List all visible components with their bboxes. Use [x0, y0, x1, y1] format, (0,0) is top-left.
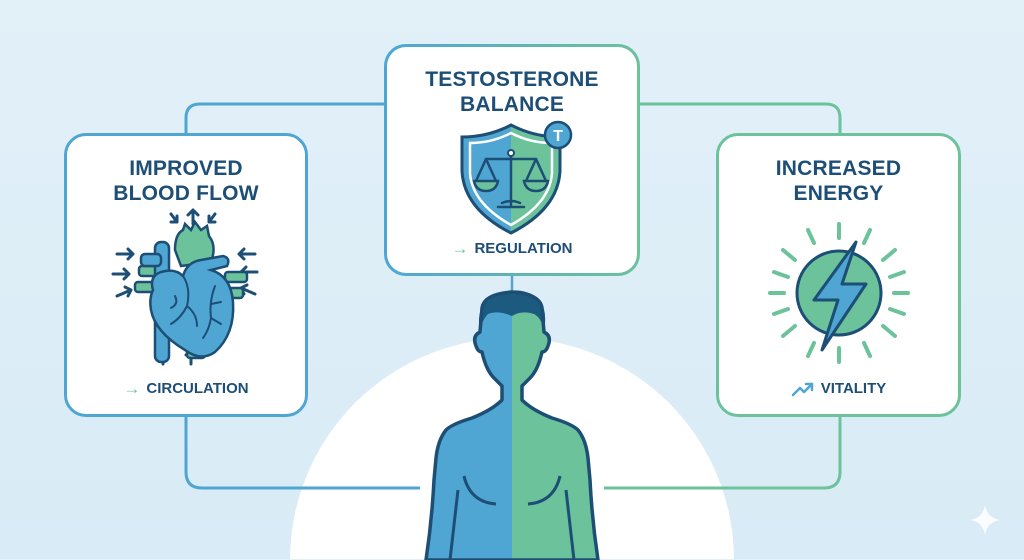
sparkle-icon — [970, 505, 1000, 535]
arrow-right-icon: → — [123, 379, 141, 398]
shield-scale-icon: T — [460, 120, 573, 235]
card-title: IMPROVED BLOOD FLOW — [113, 157, 259, 205]
footer-label-vitality: VITALITY — [820, 380, 887, 397]
heart-icon — [111, 208, 259, 366]
footer-label-regulation: REGULATION — [474, 240, 573, 257]
human-torso-icon — [424, 290, 600, 560]
card-footer: VITALITY — [719, 380, 958, 398]
svg-text:T: T — [553, 128, 563, 145]
card-increased-energy: INCREASED ENERGY — [716, 133, 961, 417]
card-title: INCREASED ENERGY — [775, 157, 902, 205]
trend-up-icon — [791, 382, 813, 397]
lightning-sun-icon — [768, 222, 910, 364]
card-improved-blood-flow: IMPROVED BLOOD FLOW — [64, 133, 308, 417]
footer-label-circulation: CIRCULATION — [146, 380, 249, 397]
card-title: TESTOSTERONE BALANCE — [425, 68, 599, 116]
card-footer: → REGULATION — [387, 240, 637, 258]
badge-t — [543, 120, 573, 150]
card-testosterone-balance: TESTOSTERONE BALANCE — [384, 44, 640, 276]
arrow-right-icon: → — [451, 239, 469, 258]
card-footer: → CIRCULATION — [67, 380, 305, 398]
